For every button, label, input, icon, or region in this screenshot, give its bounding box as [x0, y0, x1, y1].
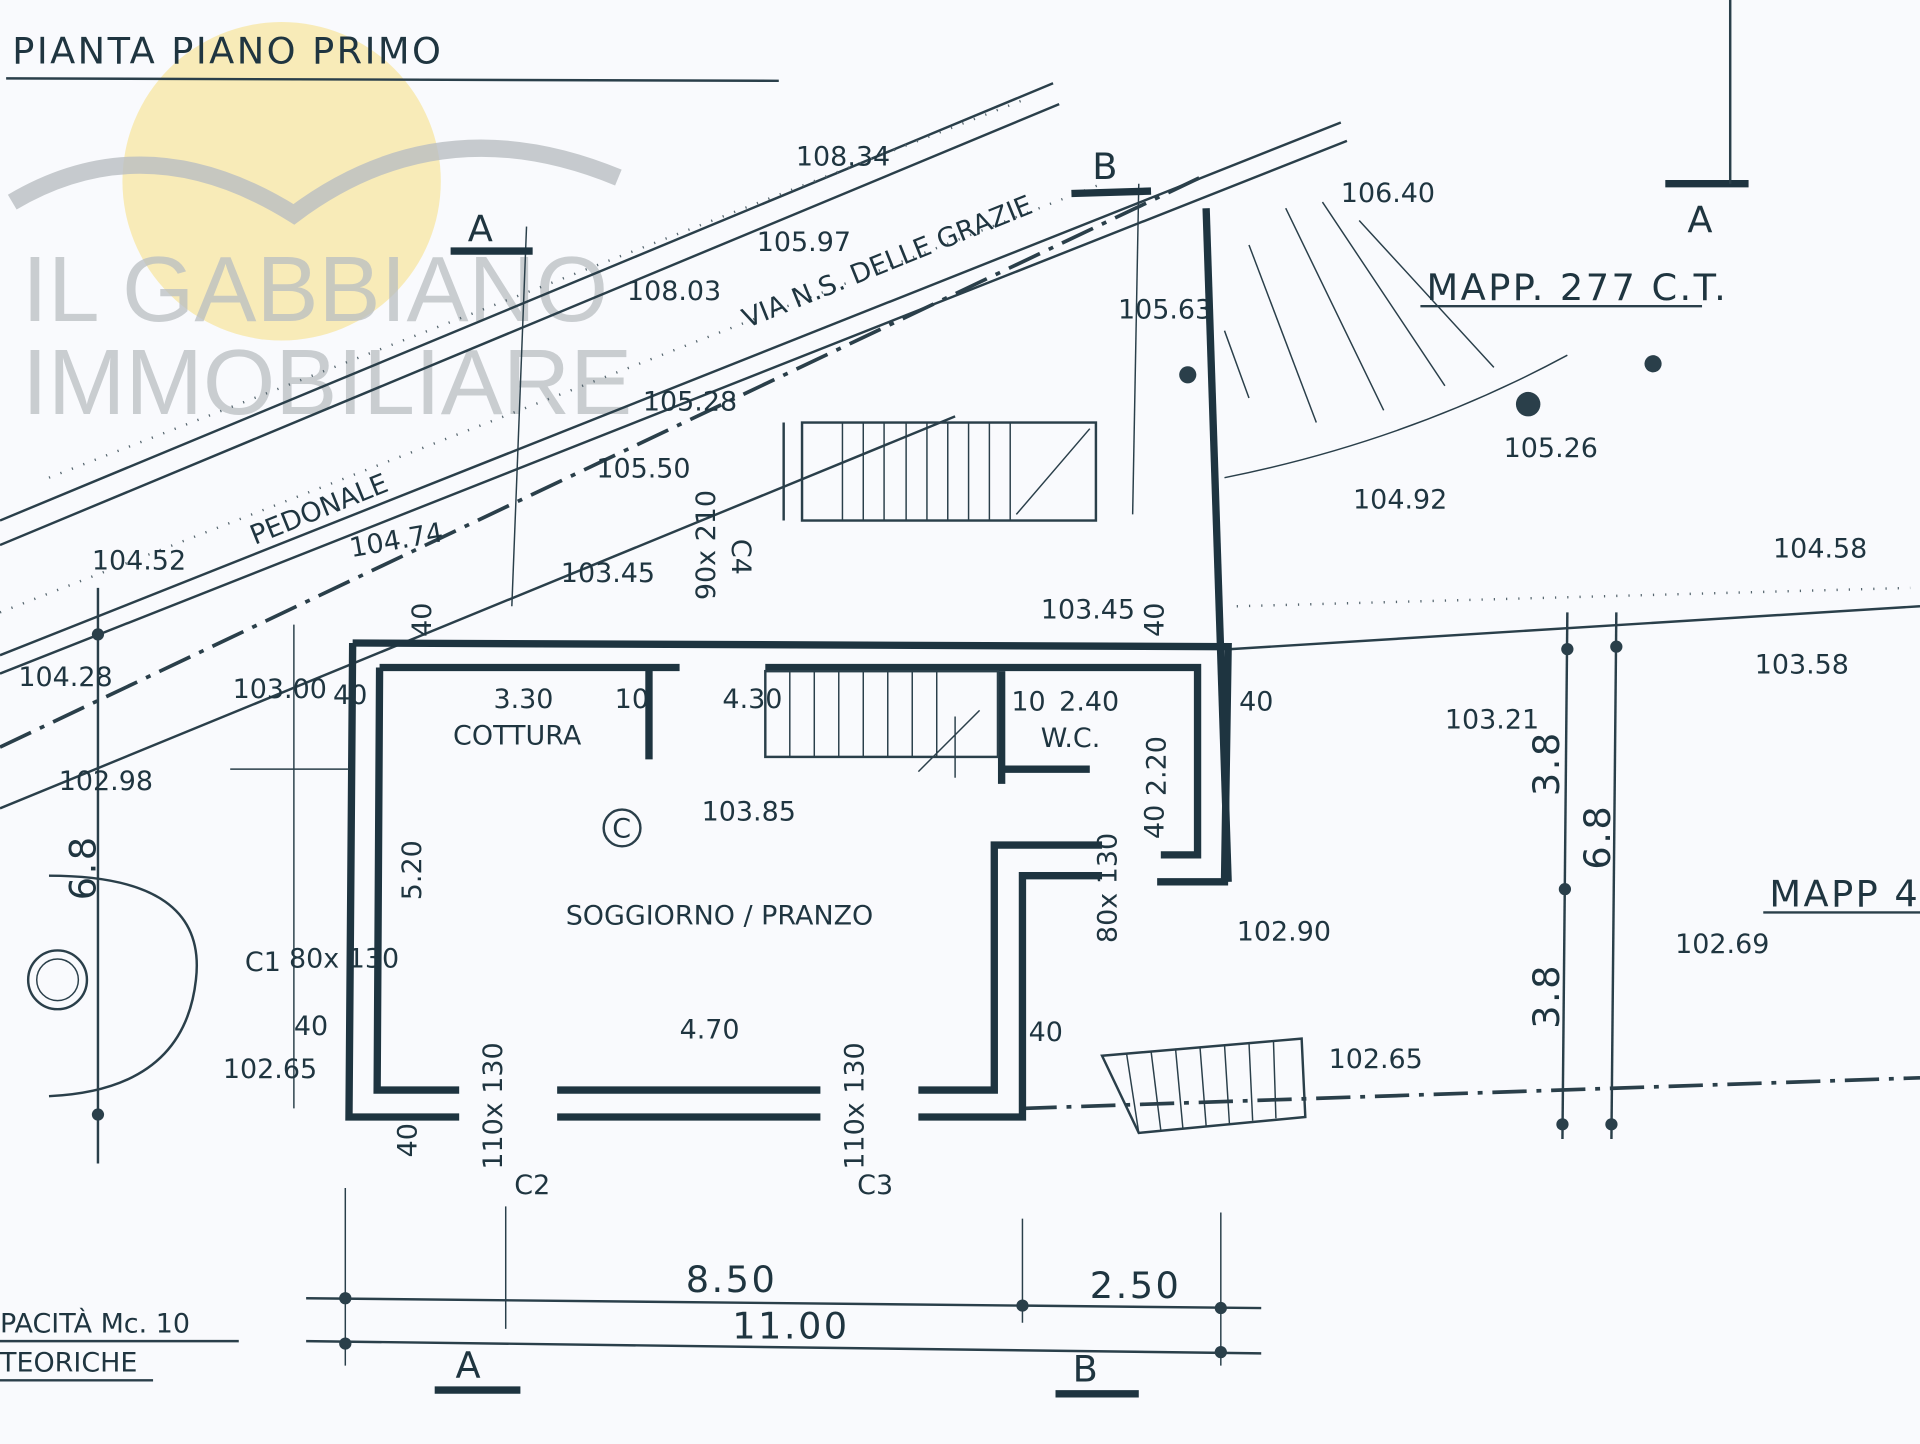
elevation: 108.34 [796, 141, 890, 172]
title-underline [6, 77, 779, 83]
dim: 10 [615, 684, 649, 715]
elevation: 108.03 [627, 276, 721, 307]
elevation: 103.45 [561, 558, 655, 589]
watermark-sun [122, 22, 441, 341]
dim: 10 [1011, 686, 1045, 717]
room-zone: C [612, 814, 631, 845]
note-theoretical: TEORICHE [0, 1348, 137, 1379]
plan-title: PIANTA PIANO PRIMO [12, 30, 443, 73]
dim: 40 [1239, 686, 1273, 717]
opening-c3-size: 110x 130 [839, 1042, 870, 1169]
dim: 40 [1139, 603, 1170, 637]
dim: 40 [1139, 805, 1170, 839]
elevation: 103.58 [1755, 650, 1849, 681]
external-stair-north [782, 421, 1098, 522]
zone-circle [602, 808, 642, 848]
dim: 40 [333, 680, 367, 711]
dim: 5.20 [397, 840, 428, 900]
section-marks: A B A A B [434, 0, 1749, 1398]
dim: 6.8 [1576, 804, 1619, 870]
elevation: 102.90 [1237, 917, 1331, 948]
opening-c2-size: 110x 130 [478, 1042, 509, 1169]
dim: 40 [294, 1011, 328, 1042]
street-lines [0, 82, 1911, 810]
dim: 3.8 [1525, 963, 1568, 1029]
opening-c4-size: 90x 210 [691, 490, 722, 600]
dimension-labels: 3.30 10 4.30 10 2.40 2.20 40 40 40 40 40… [62, 603, 1620, 1348]
section-a-bottom: A [456, 1344, 484, 1387]
opening-east-size: 80x 130 [1093, 833, 1124, 943]
elevation: 104.28 [18, 662, 112, 693]
boundary-line [1022, 1075, 1920, 1111]
elevation: 103.21 [1445, 705, 1539, 736]
parcel-north: MAPP. 277 C.T. [1427, 266, 1729, 309]
elevation: 102.65 [1329, 1044, 1423, 1075]
room-wc: W.C. [1041, 723, 1100, 754]
elevation: 105.50 [596, 454, 690, 485]
section-a-top: A [468, 207, 496, 250]
dim: 40 [407, 603, 438, 637]
dim: 4.30 [722, 684, 782, 715]
elevation: 105.63 [1118, 294, 1212, 325]
building-walls [345, 639, 1232, 1121]
opening-c3: C3 [857, 1170, 893, 1201]
dim: 3.8 [1525, 730, 1568, 796]
dim-total: 2.50 [1090, 1264, 1182, 1307]
elevation: 104.92 [1353, 484, 1447, 515]
elevation: 104.58 [1773, 533, 1867, 564]
opening-c1: C1 [245, 947, 281, 978]
section-b-top: B [1092, 145, 1120, 188]
elevation: 102.65 [223, 1054, 317, 1085]
watermark-line2: IMMOBILIARE [22, 330, 632, 434]
opening-c1-size: 80x 130 [289, 944, 399, 975]
elevation: 102.69 [1675, 929, 1769, 960]
dim: 40 [392, 1123, 423, 1157]
elevation: 105.28 [643, 386, 737, 417]
elevation: 103.45 [1041, 595, 1135, 626]
room-living: SOGGIORNO / PRANZO [566, 901, 874, 932]
dim: 4.70 [680, 1015, 740, 1046]
dim: 6.8 [62, 834, 105, 900]
room-kitchen: COTTURA [453, 721, 582, 752]
elevation: 105.26 [1504, 433, 1598, 464]
watermark-logo: IL GABBIANO IMMOBILIARE [7, 22, 632, 434]
property-line [1230, 605, 1920, 651]
opening-labels: C1 80x 130 C2 110x 130 C3 110x 130 C4 90… [245, 490, 1124, 1201]
elevation: 105.97 [757, 227, 851, 258]
dim: 40 [1029, 1017, 1063, 1048]
dim: 2.40 [1059, 686, 1119, 717]
elevation: 103.85 [702, 797, 796, 828]
elevation: 106.40 [1341, 178, 1435, 209]
internal-stair [764, 669, 1000, 778]
watermark-gull-icon [7, 139, 622, 225]
note-capacity: PACITÀ Mc. 10 [0, 1308, 190, 1340]
section-b-bottom: B [1073, 1348, 1101, 1391]
elevation: 104.52 [92, 546, 186, 577]
dim-total: 8.50 [686, 1258, 778, 1301]
external-stair-east [1100, 1037, 1307, 1135]
section-a-right: A [1687, 199, 1715, 242]
elevation: 102.98 [59, 766, 153, 797]
dim: 2.20 [1142, 736, 1173, 796]
elevation: 103.00 [233, 674, 327, 705]
parcel-east: MAPP 46 [1769, 872, 1920, 915]
opening-c4: C4 [725, 539, 756, 575]
dim-total: 11.00 [732, 1305, 849, 1348]
dim: 3.30 [493, 684, 553, 715]
opening-c2: C2 [514, 1170, 550, 1201]
dimension-lines [26, 183, 1623, 1366]
